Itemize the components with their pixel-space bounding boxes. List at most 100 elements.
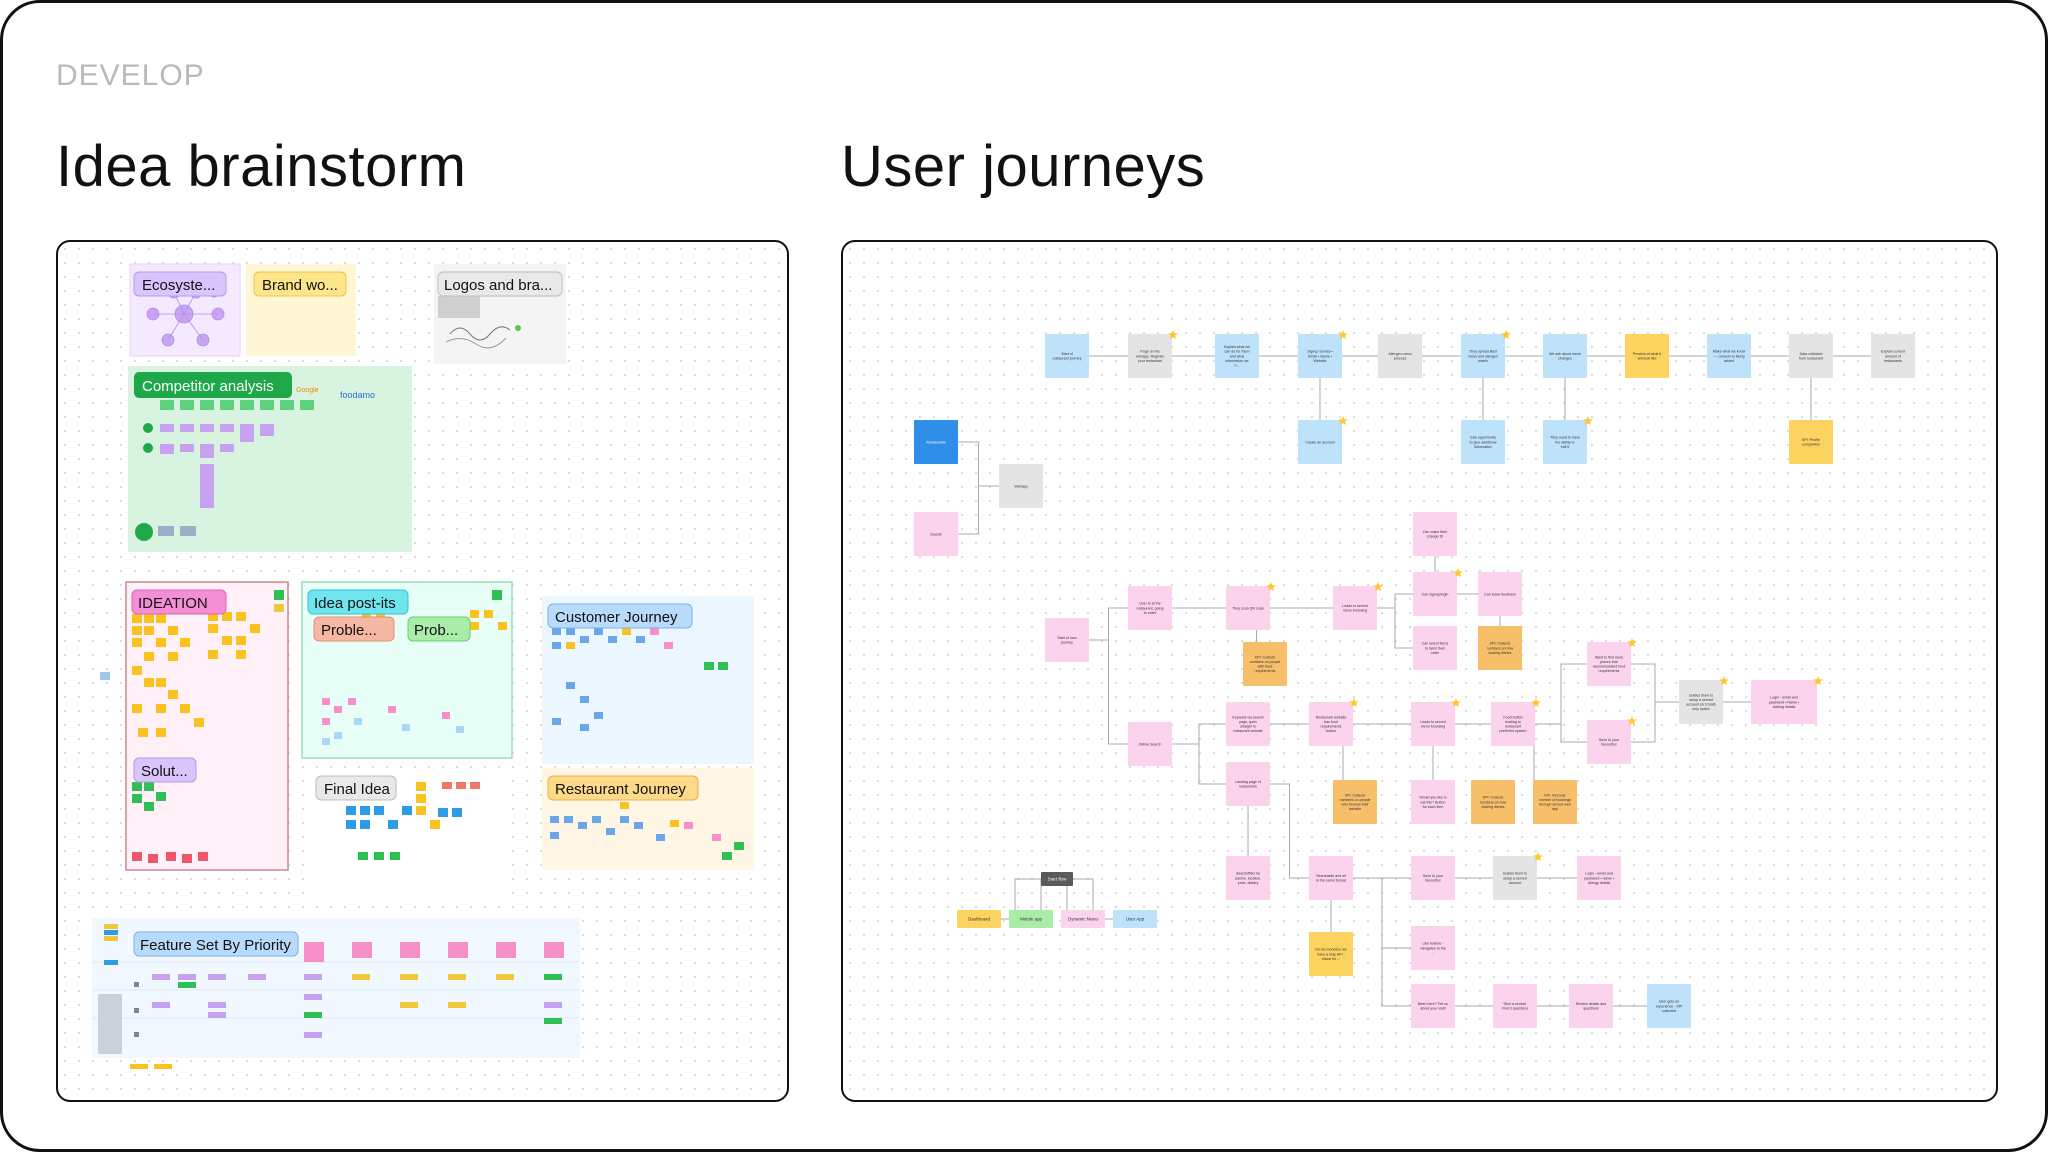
sticky-note-body (1461, 420, 1505, 464)
sticky-user-app[interactable]: User App (1113, 910, 1157, 928)
logos-section[interactable]: Logos and bra... (434, 264, 566, 364)
sticky-like-feature[interactable]: Like feature -navigates to the... (1411, 926, 1455, 970)
sticky-note-body (1413, 512, 1457, 556)
sticky-can-signup[interactable]: Can signup/login (1413, 568, 1463, 616)
ecosystem-section[interactable]: Ecosyste... (129, 263, 241, 357)
flow-connector (1631, 663, 1679, 703)
restaurant-journey-section[interactable]: Restaurant Journey (542, 768, 754, 870)
sticky-dynamic-menu[interactable]: Dynamic Menu (1061, 910, 1105, 928)
sticky-dashboard[interactable]: Dashboard (957, 910, 1001, 928)
sticky-end-user[interactable]: Start flow (1041, 872, 1073, 886)
sticky-guests[interactable]: Guests (914, 512, 958, 556)
sticky-restaurants[interactable]: Restaurants (914, 420, 958, 464)
feature-set-section[interactable]: Feature Set By Priority (92, 918, 580, 1069)
sticky-note-body (1226, 856, 1270, 900)
sticky-note-body (1226, 702, 1270, 746)
competitor-analysis-section[interactable]: Competitor analysis Google foodamo (128, 366, 412, 552)
sticky-give-review[interactable]: Give a review!Find 3 questions (1493, 984, 1537, 1028)
sticky-online-search[interactable]: Online Search (1128, 722, 1172, 766)
ideation-section[interactable]: IDEATION Solut... (100, 581, 289, 871)
sticky-scan-qr[interactable]: They scan QR code (1226, 582, 1276, 630)
sticky-can-leave-feedback[interactable]: Can leave feedback (1478, 572, 1522, 616)
sticky-note-body (1533, 780, 1577, 824)
star-icon (1338, 330, 1348, 340)
sticky-note-text: Create an account (1305, 440, 1334, 444)
sticky-note-body (1309, 932, 1353, 976)
idea-brainstorm-frame[interactable]: Ecosyste... Brand wo... Logos and bra... (56, 240, 789, 1102)
brand-words-section[interactable]: Brand wo... (246, 264, 356, 356)
final-idea-section[interactable]: Final Idea (310, 768, 500, 900)
sticky-note-body (1309, 702, 1353, 746)
flow-connector (1172, 743, 1226, 785)
sticky-webapp[interactable]: Webapp (999, 464, 1043, 508)
sticky-note-body (1789, 334, 1833, 378)
sticky-note-text: User App (1126, 916, 1145, 921)
sticky-note-body (1471, 780, 1515, 824)
customer-journey-section[interactable]: Customer Journey (542, 596, 754, 764)
sticky-mobile-app[interactable]: Mobile app (1009, 910, 1053, 928)
idea-postits-label: Idea post-its (314, 595, 396, 612)
sticky-note-body (1226, 586, 1270, 630)
sticky-create-account[interactable]: Create an account (1298, 416, 1348, 464)
idea-postits-section[interactable]: Idea post-its Proble... Prob... (301, 581, 513, 759)
sticky-signup-survey[interactable]: Signup Survey •Email • Name •Website (1298, 330, 1348, 378)
